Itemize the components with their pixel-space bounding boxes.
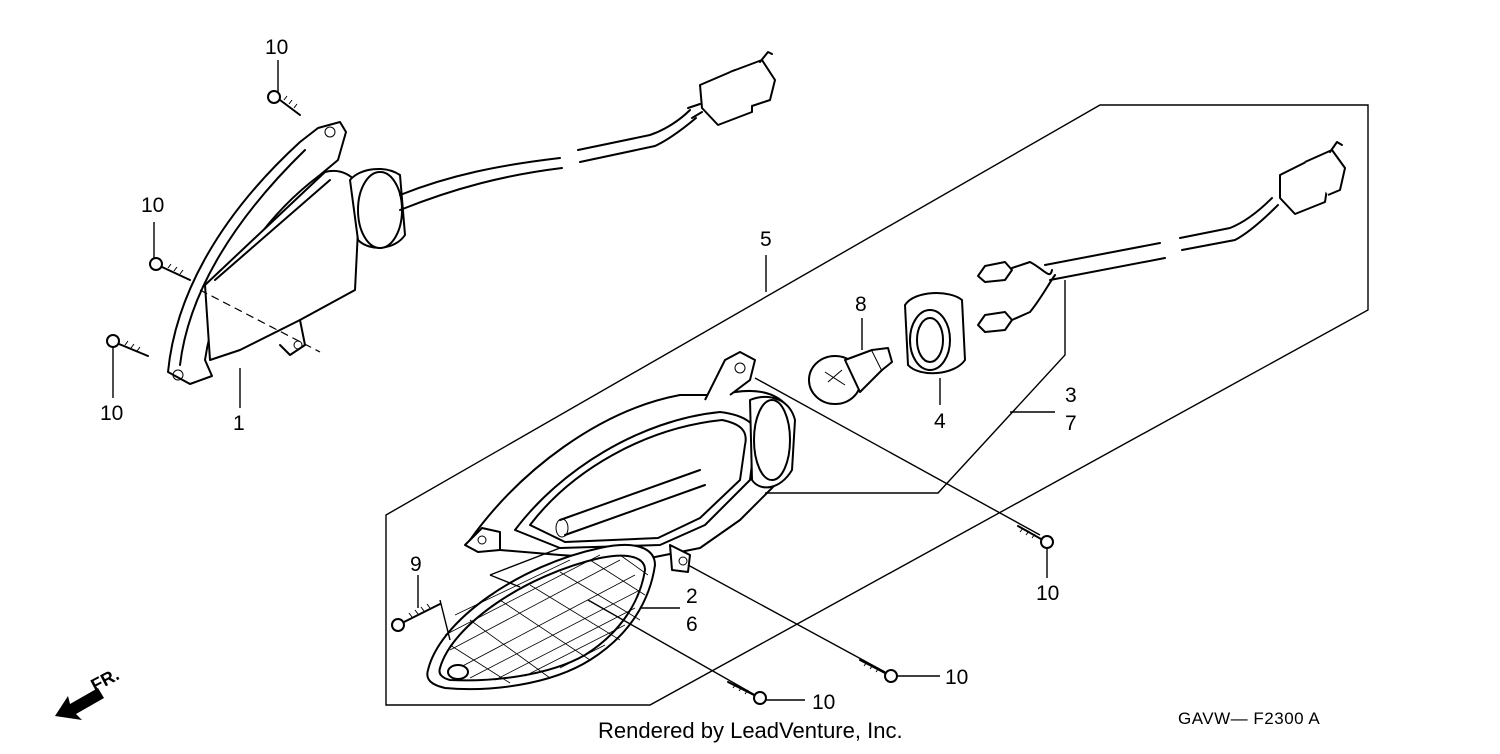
callout-1: 1 bbox=[233, 412, 245, 435]
callout-10: 10 bbox=[100, 402, 123, 425]
screw-right-lower bbox=[859, 659, 898, 683]
callout-8: 8 bbox=[855, 293, 867, 316]
callout-7: 7 bbox=[1065, 412, 1077, 435]
callout-6: 6 bbox=[686, 613, 698, 636]
bulb bbox=[808, 347, 893, 405]
screw-bottom-middle bbox=[727, 681, 767, 705]
callout-3: 3 bbox=[1065, 384, 1077, 407]
callout-4: 4 bbox=[934, 410, 946, 433]
callout-5: 5 bbox=[760, 228, 772, 251]
direction-label: FR. bbox=[87, 664, 122, 695]
footer-credit: Rendered by LeadVenture, Inc. bbox=[598, 718, 903, 743]
front-direction-arrow bbox=[55, 688, 104, 720]
callout-2: 2 bbox=[686, 585, 698, 608]
assembly-group-outline bbox=[385, 104, 1369, 706]
callout-10: 10 bbox=[945, 666, 968, 689]
callout-10: 10 bbox=[812, 691, 835, 714]
socket-ring bbox=[904, 292, 966, 375]
callout-10: 10 bbox=[1036, 582, 1059, 605]
wire-harness bbox=[977, 141, 1346, 333]
winker-lens bbox=[426, 543, 656, 691]
screw-9 bbox=[391, 603, 441, 632]
winker-assembly-left bbox=[167, 51, 776, 385]
screw-right-upper bbox=[1017, 525, 1054, 549]
winker-housing-right bbox=[464, 351, 796, 573]
callout-9: 9 bbox=[410, 553, 422, 576]
diagram-code: GAVW— F2300 A bbox=[1178, 709, 1320, 728]
screw-upper bbox=[267, 90, 301, 116]
callout-10: 10 bbox=[141, 194, 164, 217]
callout-10: 10 bbox=[265, 36, 288, 59]
screw-middle-left bbox=[149, 257, 191, 281]
